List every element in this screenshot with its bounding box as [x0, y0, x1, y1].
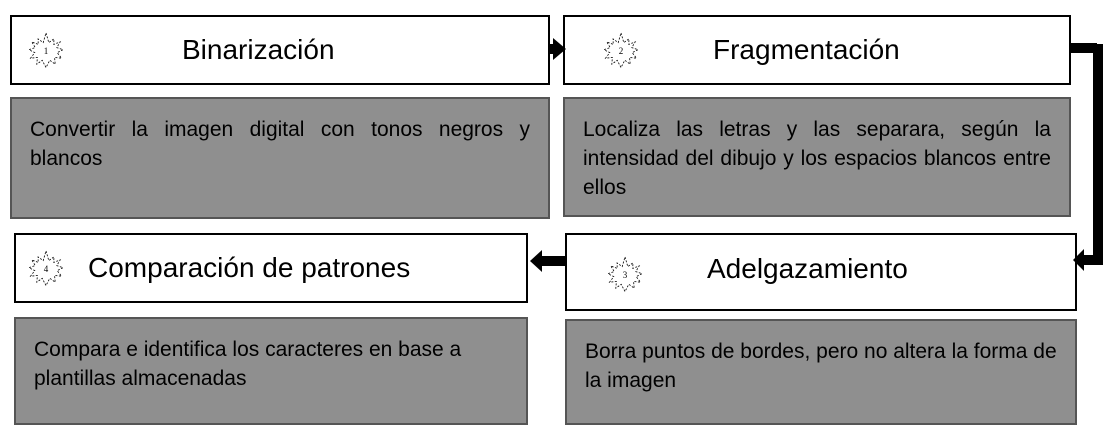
starburst-icon: 3 — [605, 255, 645, 295]
step-3-description: Borra puntos de bordes, pero no altera l… — [565, 319, 1077, 425]
starburst-icon: 4 — [26, 249, 66, 289]
step-number: 4 — [43, 264, 49, 274]
step-number: 3 — [622, 270, 628, 280]
step-4-description: Compara e identifica los caracteres en b… — [14, 317, 528, 425]
starburst-icon: 2 — [601, 31, 641, 71]
step-3-box: 3 Adelgazamiento — [565, 233, 1077, 311]
step-title: Fragmentación — [713, 34, 900, 65]
step-number: 1 — [43, 46, 49, 56]
step-title: Adelgazamiento — [707, 253, 908, 284]
step-title: Comparación de patrones — [88, 252, 411, 283]
step-4-box: 4 Comparación de patrones — [14, 233, 528, 303]
step-1-description: Convertir la imagen digital con tonos ne… — [10, 97, 550, 219]
step-number: 2 — [618, 46, 624, 56]
step-2-description: Localiza las letras y las separara, segú… — [563, 97, 1071, 217]
step-2-box: 2 Fragmentación — [563, 15, 1071, 85]
arrow-icon — [530, 250, 565, 272]
step-title: Binarización — [182, 34, 335, 65]
step-1-box: 1 Binarización — [10, 15, 550, 85]
starburst-icon: 1 — [26, 31, 66, 71]
